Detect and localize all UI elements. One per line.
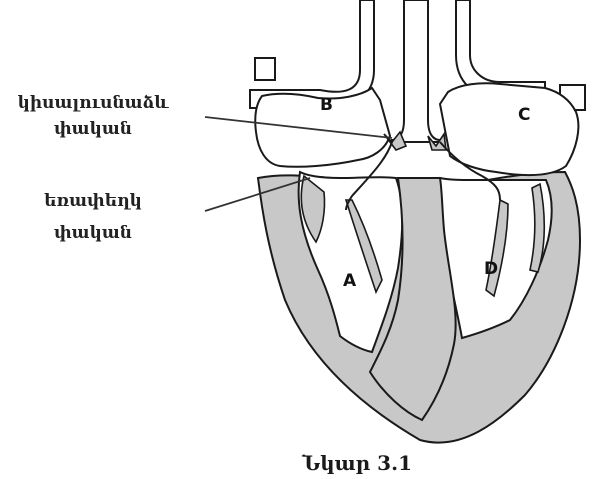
figure-caption: Նկար 3.1 bbox=[301, 451, 412, 475]
vessel-stub-left bbox=[255, 58, 275, 80]
chamber-label-a: A bbox=[343, 271, 357, 291]
chamber-label-c: C bbox=[518, 105, 530, 125]
chamber-label-b: B bbox=[320, 95, 333, 115]
vena-cava-upper bbox=[250, 0, 374, 108]
chamber-label-d: D bbox=[484, 259, 498, 279]
label-semilunar-valve-line2: փական bbox=[54, 119, 132, 139]
label-semilunar-valve-line1: կիսալուսնաձև bbox=[18, 93, 170, 113]
label-av-valve-line2: փական bbox=[54, 223, 132, 243]
central-artery bbox=[392, 0, 440, 142]
label-av-valve-line1: եռափեղկ bbox=[44, 191, 142, 211]
